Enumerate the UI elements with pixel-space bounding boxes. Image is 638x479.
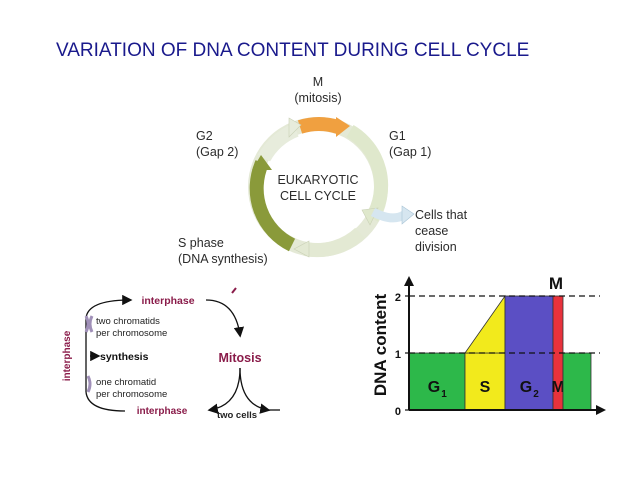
phase-label-3: G bbox=[520, 379, 532, 396]
phase-bar-5 bbox=[562, 352, 592, 411]
exit-label-1: Cells that bbox=[415, 208, 468, 222]
m-phase-top-label: M bbox=[549, 274, 563, 293]
flow-synthesis: synthesis bbox=[100, 351, 149, 363]
g1-sublabel: (Gap 1) bbox=[389, 145, 431, 159]
y-tick-label-2: 2 bbox=[395, 292, 401, 304]
cycle-center-line2: CELL CYCLE bbox=[280, 189, 356, 203]
m-label: M bbox=[313, 75, 323, 89]
bottom-arc bbox=[303, 227, 365, 258]
phase-sublabel-3: 2 bbox=[533, 389, 539, 400]
single-chromatid-chromosome-icon bbox=[86, 375, 92, 393]
y-axis-arrow bbox=[404, 276, 414, 286]
phase-sublabel-1: 1 bbox=[441, 389, 447, 400]
g2-arrowhead bbox=[288, 117, 302, 138]
slide-title: VARIATION OF DNA CONTENT DURING CELL CYC… bbox=[56, 40, 530, 61]
exit-arrowhead bbox=[401, 205, 415, 225]
flow-mitosis: Mitosis bbox=[218, 351, 261, 365]
flow-interphase-bottom: interphase bbox=[137, 406, 188, 417]
flow-two-cells: two cells bbox=[217, 410, 257, 421]
flow-arrow-to-mitosis bbox=[205, 299, 245, 338]
g1-arc bbox=[346, 124, 389, 222]
phase-bar-s-ramp bbox=[464, 294, 506, 354]
cycle-center-line1: EUKARYOTIC bbox=[277, 173, 358, 187]
s-phase-label: S phase bbox=[178, 236, 224, 250]
mitosis-split-right bbox=[239, 367, 271, 414]
chromatid-flow: interphase two chromatids per chromosome… bbox=[62, 287, 280, 421]
flow-interphase-side: interphase bbox=[62, 330, 73, 381]
m-phase-arc bbox=[297, 117, 341, 134]
cell-cycle-ring: EUKARYOTIC CELL CYCLE M (mitosis) G2 (Ga… bbox=[178, 75, 468, 266]
s-phase-sublabel: (DNA synthesis) bbox=[178, 252, 268, 266]
chart-ylabel: DNA content bbox=[371, 294, 390, 397]
bottom-arrowhead bbox=[293, 240, 310, 258]
g2-label: G2 bbox=[196, 129, 213, 143]
exit-label-2: cease bbox=[415, 224, 448, 238]
y-tick-label-1: 1 bbox=[395, 349, 401, 361]
g1-label: G1 bbox=[389, 129, 406, 143]
m-arrowhead bbox=[336, 117, 350, 137]
two-chromatids-line1: two chromatids bbox=[96, 316, 160, 327]
flow-interphase-top: interphase bbox=[141, 295, 194, 307]
g2-sublabel: (Gap 2) bbox=[196, 145, 238, 159]
s-phase-arc bbox=[249, 160, 296, 252]
flow-arrow-top-left bbox=[85, 294, 133, 319]
one-chromatid-line2: per chromosome bbox=[96, 389, 167, 400]
two-chromatid-chromosome-icon bbox=[84, 315, 94, 333]
m-sublabel: (mitosis) bbox=[294, 91, 341, 105]
x-axis-arrow bbox=[596, 405, 606, 415]
phase-bar-s-lower bbox=[464, 352, 506, 411]
s-arrowhead bbox=[252, 155, 272, 170]
phase-label-2: S bbox=[480, 379, 491, 396]
exit-label-3: division bbox=[415, 240, 457, 254]
flow-arrow-bottom-left bbox=[85, 391, 126, 412]
one-chromatid-line1: one chromatid bbox=[96, 377, 156, 388]
phase-label-1: G bbox=[428, 379, 440, 396]
two-chromatids-line2: per chromosome bbox=[96, 328, 167, 339]
phase-label-4: M bbox=[551, 379, 564, 396]
flow-decor-mark bbox=[231, 287, 237, 294]
exit-arrow bbox=[370, 207, 407, 223]
y-tick-label-0: 0 bbox=[395, 406, 401, 418]
mitosis-split-left bbox=[207, 367, 241, 414]
phase-bar-1 bbox=[408, 352, 466, 411]
